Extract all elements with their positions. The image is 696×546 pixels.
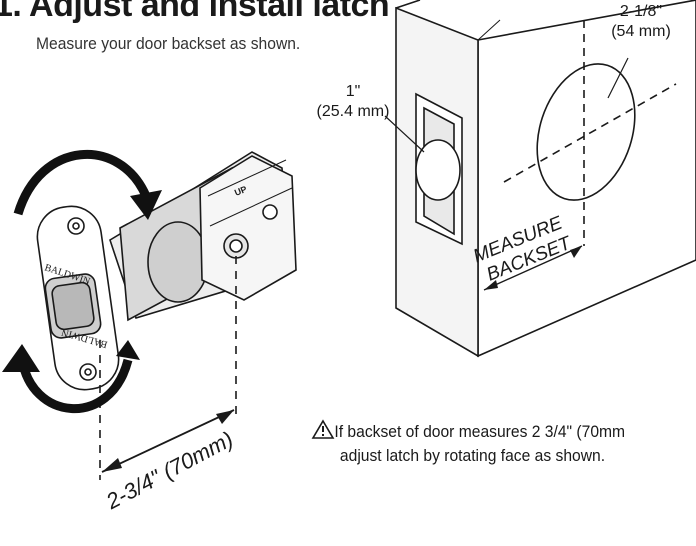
latch-width-imperial: 1" — [345, 83, 361, 100]
backset-dimension-arrow — [101, 409, 235, 473]
page-title: 1. Adjust and install latch — [0, 0, 390, 24]
adjustment-note: If backset of door measures 2 3/4" (70mm… — [316, 420, 625, 468]
page-subtitle: Measure your door backset as shown. — [36, 34, 301, 53]
hole-diameter-metric: (54 mm) — [611, 23, 671, 40]
hole-diameter-dimension: 2-1/8" (54 mm) — [586, 2, 696, 42]
rotate-arrow-tail-icon — [116, 340, 140, 360]
rotate-arrow-head-bottom-icon — [2, 344, 40, 372]
latch-up-marking: UP — [233, 184, 248, 198]
note-line-1: If backset of door measures 2 3/4" (70mm — [334, 422, 626, 441]
rotate-arrow-head-top-icon — [130, 190, 162, 220]
door-illustration — [384, 0, 696, 358]
rotate-arrow-icon — [13, 149, 151, 414]
note-line-2: adjust latch by rotating face as shown. — [339, 446, 606, 465]
warning-triangle-icon — [311, 419, 335, 439]
cross-bore-hole — [536, 63, 636, 201]
latch-bore-hole — [415, 139, 461, 201]
latch-width-dimension: 1" (25.4 mm) — [298, 82, 408, 122]
measure-backset-arrow — [483, 245, 583, 291]
hole-diameter-imperial: 2-1/8" — [619, 3, 663, 20]
latch-width-metric: (25.4 mm) — [316, 103, 390, 120]
latch-illustration — [36, 151, 297, 480]
